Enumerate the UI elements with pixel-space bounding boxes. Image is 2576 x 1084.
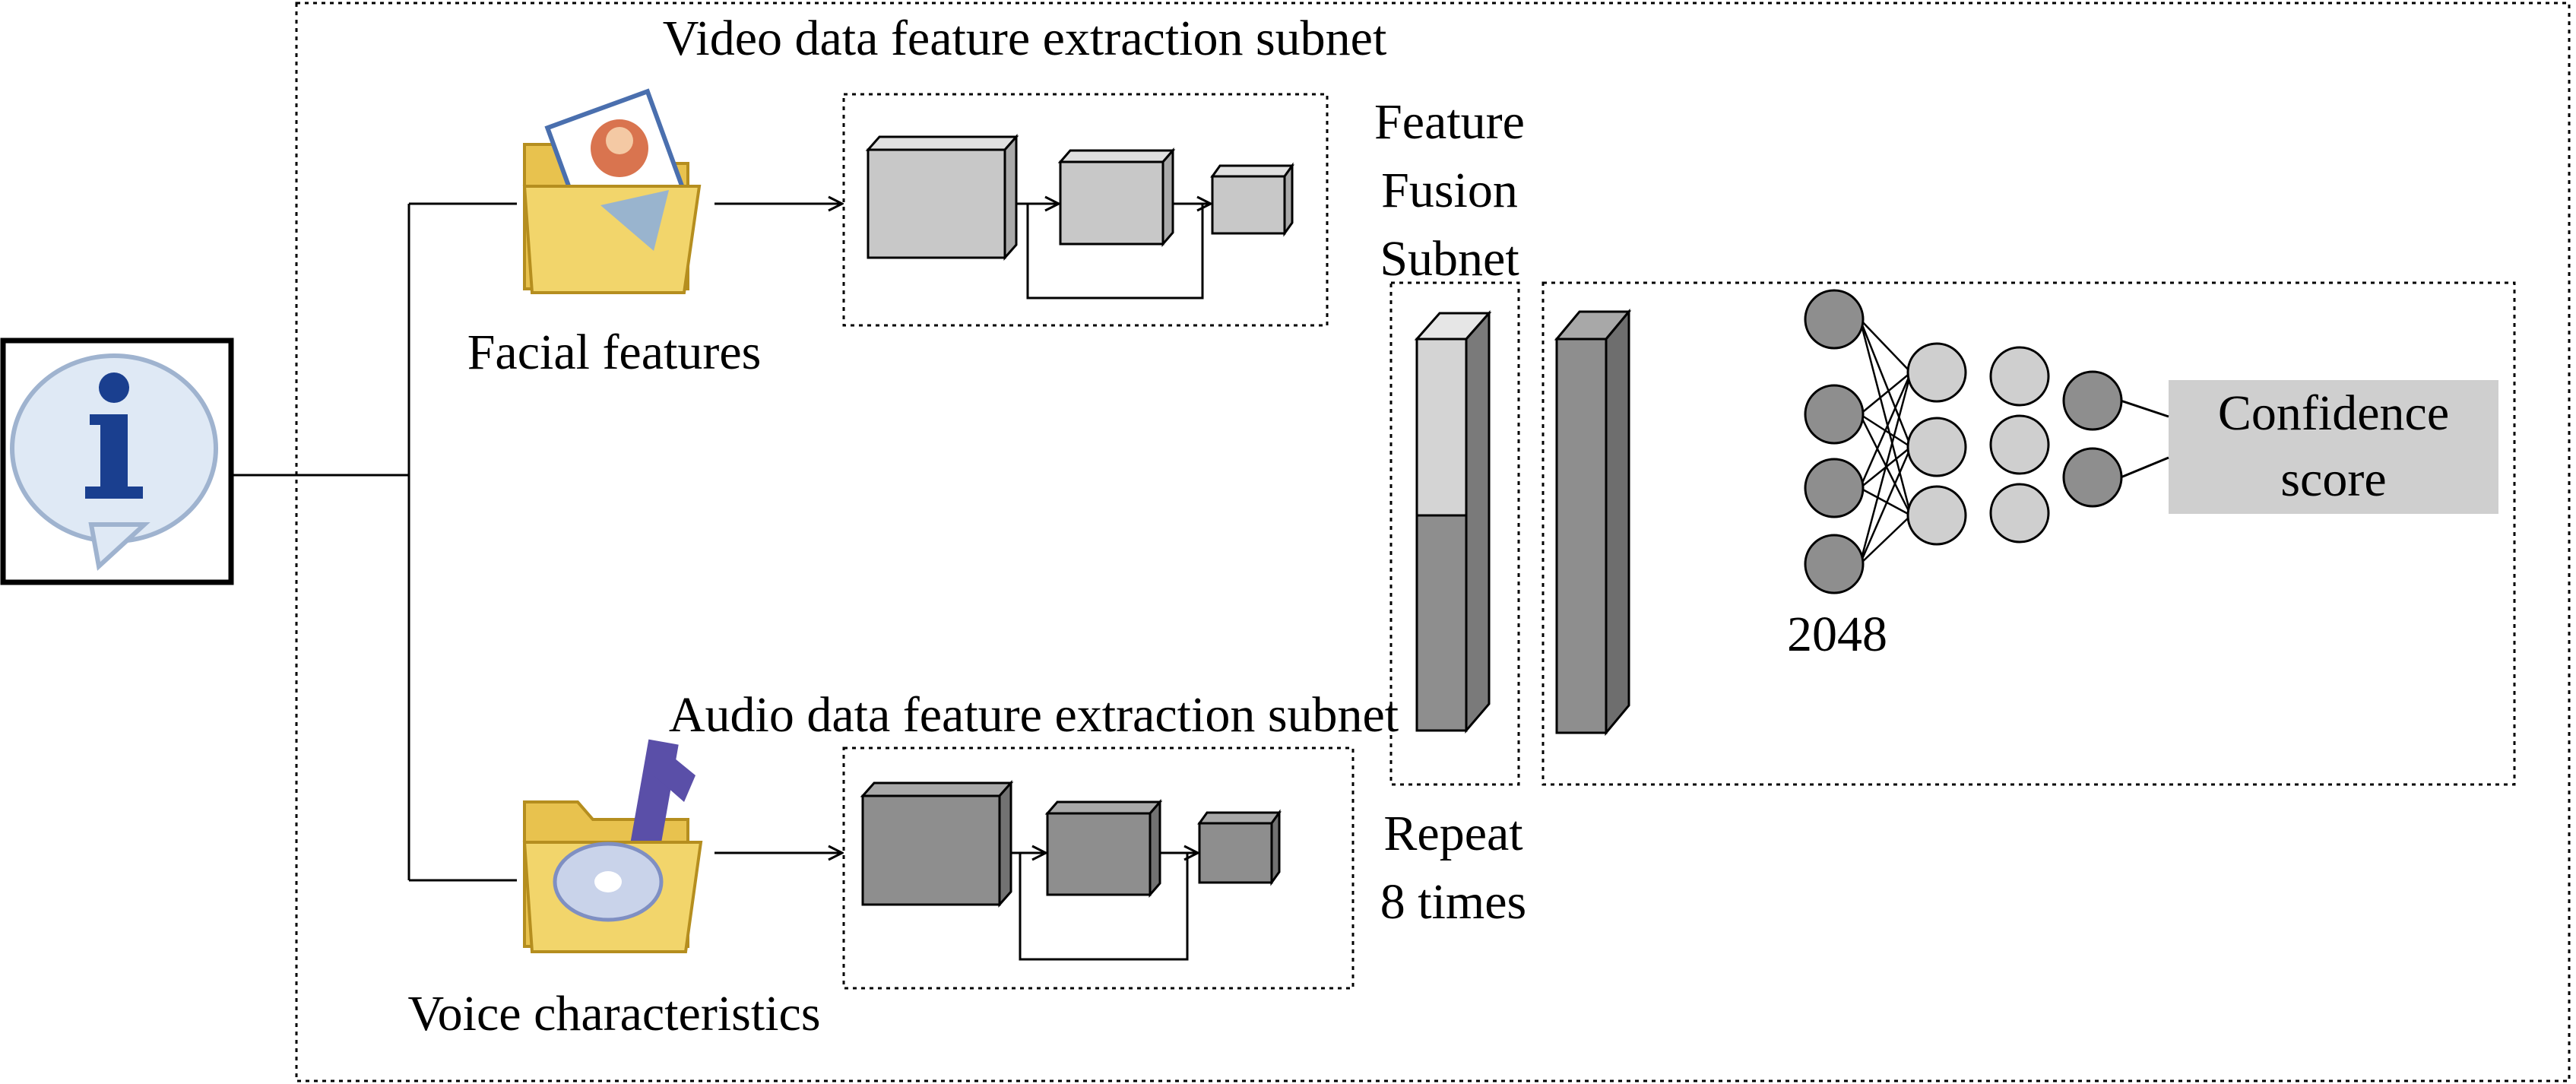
nn-edge [1859, 515, 1912, 565]
layer-size-label: 2048 [1787, 607, 1887, 662]
nn-edge [1858, 446, 1912, 565]
fusion-title-line-2: Fusion [1381, 163, 1518, 218]
nn-nodes [1804, 289, 2123, 594]
audio-subnet-title: Audio data feature extraction subnet [669, 687, 1399, 743]
video-subnet-blocks [865, 134, 1294, 261]
nn-node-layer-1-4 [1804, 534, 1865, 594]
nn-node-layer-1-1 [1804, 289, 1865, 350]
nn-node-layer-1-2 [1804, 384, 1865, 445]
confidence-score-line-1: Confidence [2218, 385, 2449, 441]
nn-node-layer-2-3 [1906, 485, 1967, 546]
nn-edge [1858, 372, 1912, 565]
confidence-score-box: Confidence score [2169, 380, 2498, 514]
audio-block-connectors [1011, 853, 1198, 961]
fusion-video-feature [1415, 338, 1468, 517]
fusion-audio-feature [1415, 514, 1468, 732]
nn-edge [1859, 319, 1912, 373]
music-folder-icon [522, 739, 703, 953]
repeat-label-line-2: 8 times [1380, 874, 1527, 930]
nn-node-layer-3-3 [1989, 483, 2050, 544]
fusion-title-line-1: Feature [1374, 94, 1525, 150]
repeat-label-line-1: Repeat [1383, 806, 1522, 861]
nn-node-layer-4-2 [2062, 447, 2123, 508]
audio-subnet-frame [842, 746, 1355, 990]
nn-node-layer-4-1 [2062, 370, 2123, 431]
video-conv-block-3 [1210, 162, 1294, 237]
audio-conv-block-1 [860, 780, 1014, 908]
output-connectors [2120, 399, 2169, 479]
input-branch-connector [231, 202, 517, 882]
fused-feature-column [1554, 308, 1632, 737]
nn-node-layer-3-2 [1989, 414, 2050, 475]
nn-edge [1858, 319, 1912, 516]
fusion-title: Feature Fusion Subnet [1374, 94, 1525, 287]
classifier-frame [1541, 281, 2516, 786]
nn-node-layer-3-1 [1989, 346, 2050, 407]
nn-edge [1858, 319, 1912, 448]
video-conv-block-1 [865, 134, 1019, 261]
facial-features-label: Facial features [467, 325, 762, 380]
audio-conv-block-2 [1044, 798, 1163, 899]
picture-folder-icon [522, 88, 702, 294]
nn-edge [1859, 487, 1912, 517]
video-block-connectors [1016, 204, 1211, 300]
video-conv-block-2 [1057, 147, 1176, 248]
repeat-label: Repeat 8 times [1380, 806, 1527, 930]
nn-edges [1858, 319, 1912, 565]
nn-node-layer-2-1 [1906, 342, 1967, 403]
nn-node-layer-2-2 [1906, 417, 1967, 477]
fusion-title-line-3: Subnet [1380, 231, 1519, 287]
audio-subnet-blocks [860, 780, 1282, 908]
voice-characteristics-label: Voice characteristics [407, 986, 820, 1041]
audio-conv-block-3 [1197, 809, 1282, 886]
fusion-concat-column [1414, 310, 1492, 734]
nn-edge [1858, 372, 1912, 489]
fusion-frame [1389, 281, 1520, 786]
video-subnet-frame [842, 93, 1329, 327]
nn-node-layer-1-3 [1804, 458, 1865, 518]
video-subnet-title: Video data feature extraction subnet [663, 11, 1387, 66]
nn-edge [1859, 372, 1912, 415]
outer-frame [295, 2, 2571, 1082]
info-speech-bubble-icon [0, 338, 234, 585]
confidence-score-line-2: score [2280, 452, 2386, 507]
